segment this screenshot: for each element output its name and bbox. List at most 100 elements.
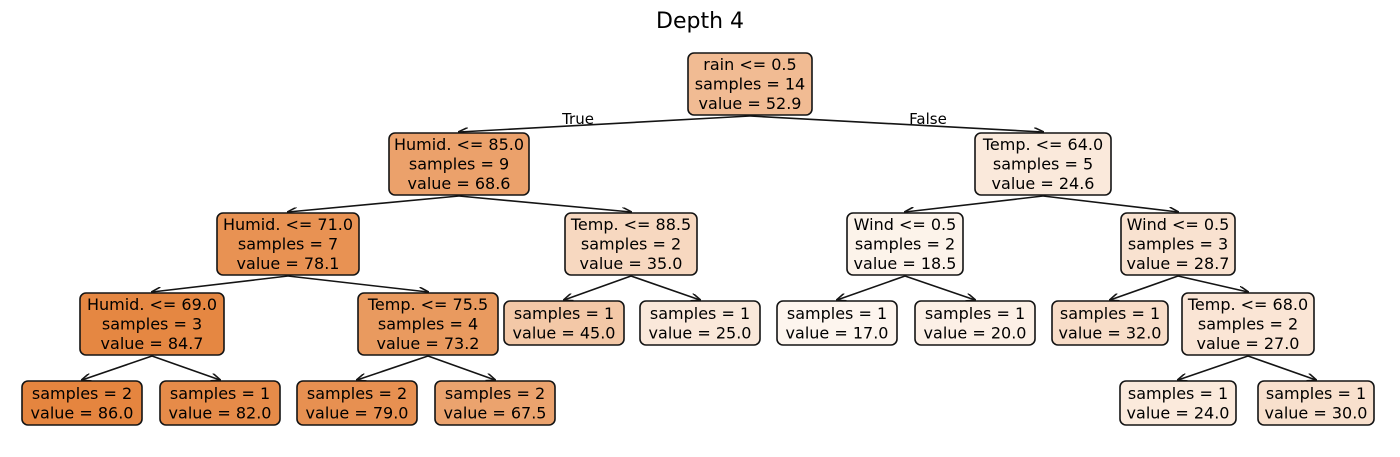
node-box — [1119, 380, 1237, 426]
edge-n4-n10 — [630, 275, 700, 300]
node-box — [159, 380, 281, 426]
edge-n5-n11 — [837, 275, 906, 300]
node-text-line: value = 79.0 — [306, 403, 409, 422]
node-text-line: Temp. <= 64.0 — [982, 135, 1103, 154]
node-text-line: value = 20.0 — [924, 323, 1027, 342]
node-box — [1257, 380, 1375, 426]
node-text-line: value = 73.2 — [377, 334, 480, 353]
edge-n0-n2 — [749, 115, 1043, 132]
node-text-line: Temp. <= 88.5 — [570, 215, 691, 234]
node-text-line: value = 35.0 — [580, 254, 683, 273]
edge-n6-n14 — [1177, 275, 1248, 292]
node-text-line: Humid. <= 71.0 — [223, 215, 353, 234]
node-text-line: samples = 2 — [1198, 315, 1298, 334]
node-text-line: samples = 2 — [32, 384, 132, 403]
edge-n1-n3 — [288, 195, 460, 212]
node-text-line: samples = 4 — [378, 315, 478, 334]
node-text-line: value = 86.0 — [31, 403, 134, 422]
node-box — [914, 300, 1036, 346]
node-box — [388, 132, 530, 196]
node-text-line: value = 30.0 — [1265, 403, 1368, 422]
node-text-line: value = 78.1 — [237, 254, 340, 273]
edge-n14-n19 — [1178, 355, 1249, 380]
node-text-line: samples = 2 — [855, 235, 955, 254]
node-text-line: samples = 1 — [1060, 304, 1160, 323]
edge-n7-n15 — [82, 355, 153, 380]
node-box — [1120, 212, 1236, 276]
node-text-line: samples = 1 — [787, 304, 887, 323]
node-text-line: samples = 2 — [581, 235, 681, 254]
node-box — [357, 292, 499, 356]
node-box — [639, 300, 761, 346]
node-box — [503, 300, 625, 346]
node-text-line: rain <= 0.5 — [703, 55, 796, 74]
node-text-line: Humid. <= 69.0 — [87, 295, 217, 314]
node-text-line: Wind <= 0.5 — [1127, 215, 1230, 234]
node-text-line: value = 82.0 — [169, 403, 272, 422]
edge-n2-n6 — [1042, 195, 1178, 212]
node-text-line: samples = 3 — [102, 315, 202, 334]
node-box — [1181, 292, 1315, 356]
edge-n6-n13 — [1110, 275, 1179, 300]
node-text-line: value = 24.6 — [992, 174, 1095, 193]
node-text-line: value = 32.0 — [1059, 323, 1162, 342]
edge-n0-n1 — [459, 115, 751, 132]
node-text-line: samples = 9 — [409, 155, 509, 174]
node-box — [79, 292, 225, 356]
node-box — [21, 380, 143, 426]
edge-n4-n9 — [564, 275, 632, 300]
diagram-title: Depth 4 — [656, 9, 744, 34]
node-text-line: value = 67.5 — [444, 403, 547, 422]
node-text-line: Wind <= 0.5 — [854, 215, 957, 234]
edge-n3-n8 — [287, 275, 428, 292]
edge-label-false: False — [909, 110, 947, 128]
tree-edge-labels: True False — [561, 110, 947, 128]
node-box — [846, 212, 964, 276]
node-box — [687, 52, 813, 116]
node-box — [564, 212, 698, 276]
node-text-line: value = 18.5 — [854, 254, 957, 273]
node-text-line: Temp. <= 75.5 — [367, 295, 488, 314]
edge-n1-n4 — [458, 195, 631, 212]
node-text-line: value = 17.0 — [786, 323, 889, 342]
node-text-line: value = 68.6 — [408, 174, 511, 193]
node-box — [216, 212, 360, 276]
edge-n14-n20 — [1247, 355, 1316, 380]
node-text-line: samples = 1 — [1128, 384, 1228, 403]
edge-n3-n7 — [152, 275, 289, 292]
edge-label-true: True — [561, 110, 594, 128]
node-text-line: samples = 1 — [650, 304, 750, 323]
node-text-line: Humid. <= 85.0 — [394, 135, 524, 154]
node-text-line: samples = 1 — [514, 304, 614, 323]
node-text-line: samples = 3 — [1128, 235, 1228, 254]
node-text-line: samples = 14 — [695, 75, 805, 94]
node-text-line: value = 45.0 — [513, 323, 616, 342]
node-text-line: value = 84.7 — [101, 334, 204, 353]
node-text-line: samples = 7 — [238, 235, 338, 254]
edge-n2-n5 — [905, 195, 1044, 212]
edge-n7-n16 — [151, 355, 220, 380]
edge-n5-n12 — [904, 275, 975, 300]
node-text-line: samples = 1 — [170, 384, 270, 403]
node-text-line: value = 25.0 — [649, 323, 752, 342]
node-box — [1051, 300, 1169, 346]
node-box — [776, 300, 898, 346]
